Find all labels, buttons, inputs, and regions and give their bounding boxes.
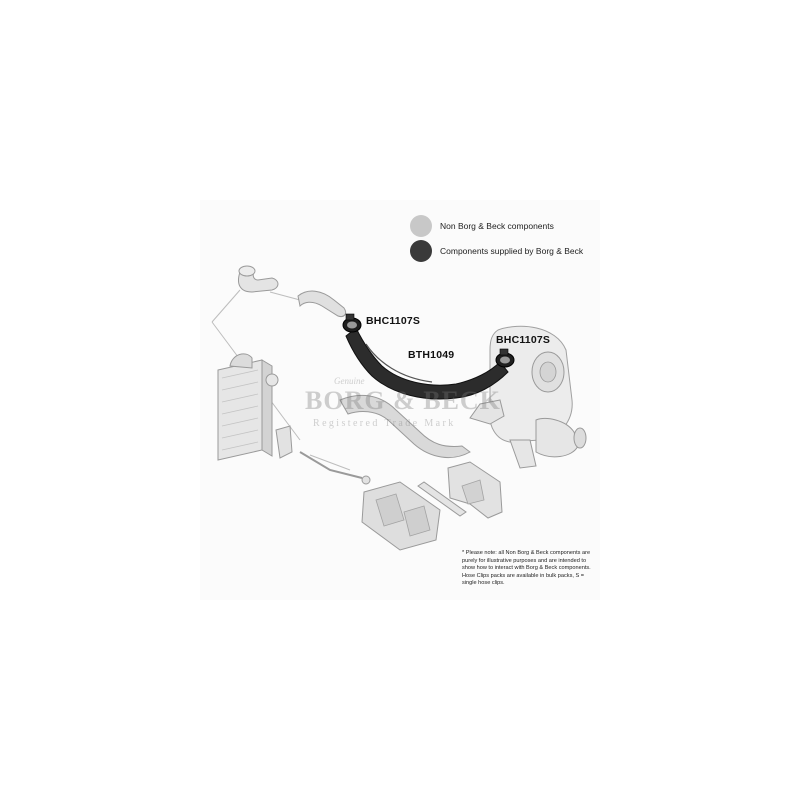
watermark-genuine: Genuine xyxy=(334,376,365,386)
lower-grey-hose xyxy=(339,394,471,458)
mount-bracket xyxy=(275,425,371,485)
legend-dot-borg-beck xyxy=(410,240,432,262)
right-bracket xyxy=(447,461,503,519)
hose-clip-right xyxy=(495,348,515,368)
main-hose-bth1049 xyxy=(345,327,509,400)
watermark-brand: BORG & BECK xyxy=(305,386,501,415)
part-label-clip-right: BHC1107S xyxy=(496,334,551,346)
legend-label-non-borg-beck: Non Borg & Beck components xyxy=(440,221,554,231)
legend-label-borg-beck: Components supplied by Borg & Beck xyxy=(440,246,584,256)
legend-dot-non-borg-beck xyxy=(410,215,432,237)
upper-elbow-hose xyxy=(238,265,279,293)
support-strip xyxy=(417,481,467,517)
footnote: * Please note: all Non Borg & Beck compo… xyxy=(462,550,591,587)
connecting-tube xyxy=(297,290,347,317)
watermark-subtitle: Registered Trade Mark xyxy=(313,418,456,429)
part-label-hose: BTH1049 xyxy=(408,349,455,361)
engine-cover xyxy=(361,481,441,551)
hose-clip-left xyxy=(342,313,362,333)
intercooler xyxy=(217,353,279,461)
part-label-clip-left: BHC1107S xyxy=(366,315,421,327)
